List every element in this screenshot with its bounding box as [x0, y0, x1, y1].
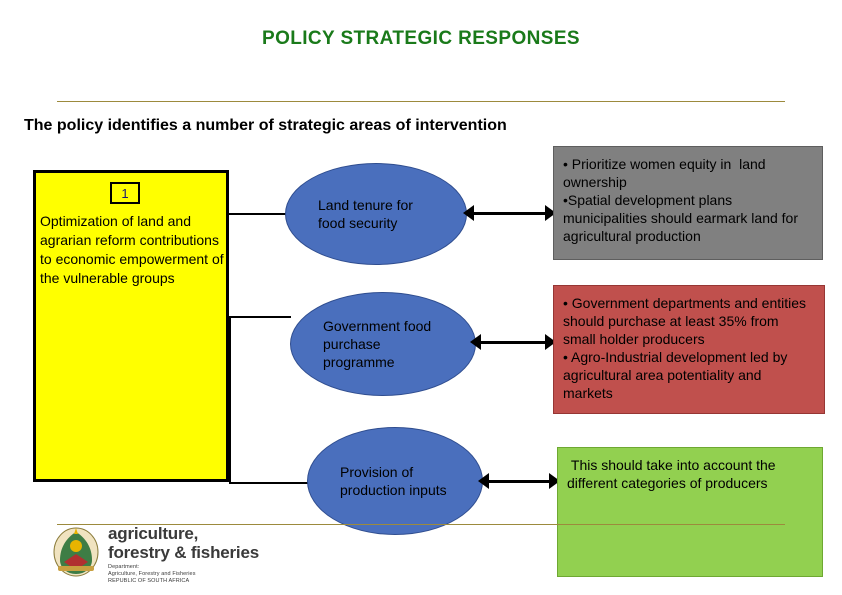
logo-line-1: agriculture, — [108, 524, 199, 543]
arrow-shaft-1 — [474, 212, 546, 215]
ellipse-government-food-purchase: Government food purchase programme — [290, 292, 476, 396]
connector-left-to-ellipse3-v — [229, 316, 231, 484]
page-title: POLICY STRATEGIC RESPONSES — [262, 28, 580, 49]
footer-divider — [57, 524, 785, 525]
header-divider — [57, 101, 785, 102]
arrow-head-right-3 — [549, 473, 560, 489]
dept-line-3: REPUBLIC OF SOUTH AFRICA — [108, 578, 190, 584]
arrow-head-left-1 — [463, 205, 474, 221]
arrow-head-left-3 — [478, 473, 489, 489]
strategic-area-number: 1 — [110, 182, 140, 204]
ellipse-land-tenure-label: Land tenure for food security — [318, 197, 413, 231]
callout-production-inputs: This should take into account the differ… — [557, 447, 823, 577]
callout-land-tenure: • Prioritize women equity in land owners… — [553, 146, 823, 260]
south-african-coat-of-arms-icon — [53, 527, 99, 577]
dept-line-1: Department: — [108, 564, 140, 570]
arrow-shaft-3 — [489, 480, 550, 483]
connector-left-to-ellipse2-h — [229, 316, 291, 318]
logo-department-name: agriculture, forestry & fisheries — [108, 524, 259, 562]
arrow-head-right-2 — [545, 334, 556, 350]
strategic-area-text: Optimization of land and agrarian reform… — [40, 213, 224, 286]
connector-left-to-ellipse1 — [229, 213, 287, 215]
strategic-area-box — [33, 170, 229, 482]
logo-line-2: forestry & fisheries — [108, 543, 259, 562]
arrow-shaft-2 — [481, 341, 546, 344]
arrow-head-right-1 — [545, 205, 556, 221]
arrow-head-left-2 — [470, 334, 481, 350]
subtitle-text: The policy identifies a number of strate… — [24, 117, 507, 134]
ellipse-provision-of-inputs: Provision of production inputs — [307, 427, 483, 535]
ellipse-land-tenure: Land tenure for food security — [285, 163, 467, 265]
footer-logo: agriculture, forestry & fisheries Depart… — [50, 520, 310, 585]
logo-department-subtitle: Department: Agriculture, Forestry and Fi… — [108, 564, 196, 585]
dept-line-2: Agriculture, Forestry and Fisheries — [108, 571, 196, 577]
ellipse-government-food-purchase-label: Government food purchase programme — [323, 318, 432, 370]
connector-left-to-ellipse3-h — [229, 482, 339, 484]
ellipse-provision-of-inputs-label: Provision of production inputs — [340, 464, 447, 498]
callout-government-purchase: • Government departments and entities sh… — [553, 285, 825, 414]
